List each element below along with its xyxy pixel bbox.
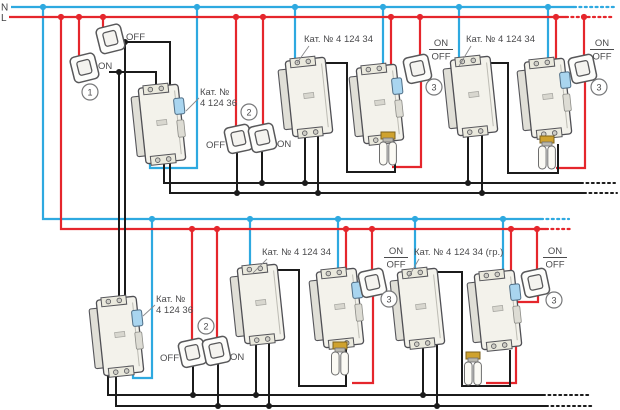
circle-3b-label-row1: 3	[596, 82, 601, 92]
switch3b-off-label-row2: OFF	[546, 260, 565, 271]
relay-module-412436-row2	[88, 294, 148, 379]
switch1-on-label: ON	[98, 61, 112, 72]
switch1-off-button	[94, 22, 127, 56]
line-out-switch3b-row1	[556, 82, 587, 170]
switch3a-button-row1	[401, 52, 434, 85]
line-bus-label: L	[1, 13, 7, 24]
circle-markers: 1 2 3 3 2 3 3	[81, 78, 608, 335]
switch2-off-label-row1: OFF	[206, 140, 225, 151]
lamp-icon-row1-b	[538, 135, 556, 170]
leader-412436-row2	[142, 304, 156, 317]
switch3a-on-label-row2: ON	[389, 246, 403, 257]
module4-to-lamp-module5-row1	[477, 62, 559, 174]
switch3a-off-label-row1: OFF	[432, 52, 451, 63]
control-bus1-row2	[107, 370, 543, 396]
circle-marker-3a-row2: 3	[380, 290, 398, 308]
leader-412434b-row1	[458, 45, 472, 67]
control-bus2-row1	[169, 156, 584, 194]
leader-412436-row1	[185, 97, 200, 112]
circle-3a-label-row1: 3	[431, 82, 436, 92]
switch2-off-label-row2: OFF	[160, 353, 179, 364]
switch1-off-to-module1-row1	[114, 41, 171, 96]
leader-412434gr-row2	[407, 258, 420, 279]
switch3b-on-label-row2: ON	[548, 246, 562, 257]
circle-marker-2-row2: 2	[197, 317, 215, 335]
leader-412434-row2	[252, 258, 268, 274]
line-bus-row2	[59, 17, 546, 231]
circle-marker-3b-row2: 3	[545, 291, 563, 309]
lamp-icon-row2-a	[331, 341, 349, 376]
neutral-bus-label: N	[1, 3, 8, 14]
neutral-bus-row2	[41, 7, 541, 221]
relay-module-412434b-row1	[348, 62, 408, 147]
catalog-label-412434a-row1: Кат. № 4 124 34	[304, 34, 373, 45]
circle-marker-1: 1	[81, 83, 99, 101]
relay-module-412434c-row1	[441, 53, 499, 140]
text-labels: N L OFF ON Кат. № 4 124 36 OFF ON Кат. №…	[1, 3, 614, 364]
circle-marker-2-row1: 2	[240, 103, 258, 121]
lamp-icon-row2-b	[464, 351, 482, 386]
relay-module-412434d-row1	[516, 56, 576, 141]
relay-module-412434a-row2	[228, 261, 286, 348]
switch1-on-button	[68, 51, 101, 85]
circle-marker-3b-row1: 3	[590, 78, 608, 96]
line-out-switch3a-row1	[392, 82, 423, 169]
switch3b-on-label-row1: ON	[595, 38, 609, 49]
circle-2-label-row2: 2	[203, 321, 208, 331]
catalog-label-412436-row2-line2: 4 124 36	[156, 305, 193, 316]
switch2-on-button-row1	[246, 121, 279, 154]
control-bus1-row1	[163, 156, 581, 184]
catalog-label-412436-row1-line2: 4 124 36	[200, 98, 237, 109]
line-out-switch3a-row2	[352, 296, 375, 385]
switch3b-off-label-row1: OFF	[593, 52, 612, 63]
switch3a-on-label-row1: ON	[434, 38, 448, 49]
relay-module-412434gr2-row2	[466, 268, 526, 353]
control-bus2-row2	[115, 370, 546, 407]
catalog-label-412434b-row1: Кат. № 4 124 34	[466, 34, 535, 45]
relay-module-412434a-row1	[276, 54, 334, 141]
circle-3a-label-row2: 3	[386, 294, 391, 304]
relay-module-412434gr-row2	[388, 265, 446, 352]
switch2-on-button-row2	[200, 334, 233, 367]
junction-dots	[39, 3, 588, 409]
catalog-label-412434-row2: Кат. № 4 124 34	[262, 247, 331, 258]
catalog-label-412436-row2-line1: Кат. №	[156, 294, 185, 305]
circle-1-label: 1	[87, 87, 92, 97]
switch3b-button-row2	[519, 266, 552, 299]
circle-marker-3a-row1: 3	[425, 78, 443, 96]
catalog-label-412436-row1-line1: Кат. №	[200, 87, 229, 98]
catalog-label-412434gr-row2: Кат. № 4 124 34 (гр.)	[414, 247, 503, 258]
circle-2-label-row1: 2	[246, 107, 251, 117]
relay-module-412436-row1	[130, 82, 190, 167]
switch2-on-label-row2: ON	[230, 352, 244, 363]
module4-to-lamp-module5-row2	[430, 271, 511, 387]
switch2-on-label-row1: ON	[277, 139, 291, 150]
switch1-off-label: OFF	[126, 32, 145, 43]
circle-3b-label-row2: 3	[551, 295, 556, 305]
lamp-icon-row1-a	[379, 131, 397, 166]
switch3a-off-label-row2: OFF	[387, 260, 406, 271]
leader-412434a-row1	[296, 45, 310, 64]
